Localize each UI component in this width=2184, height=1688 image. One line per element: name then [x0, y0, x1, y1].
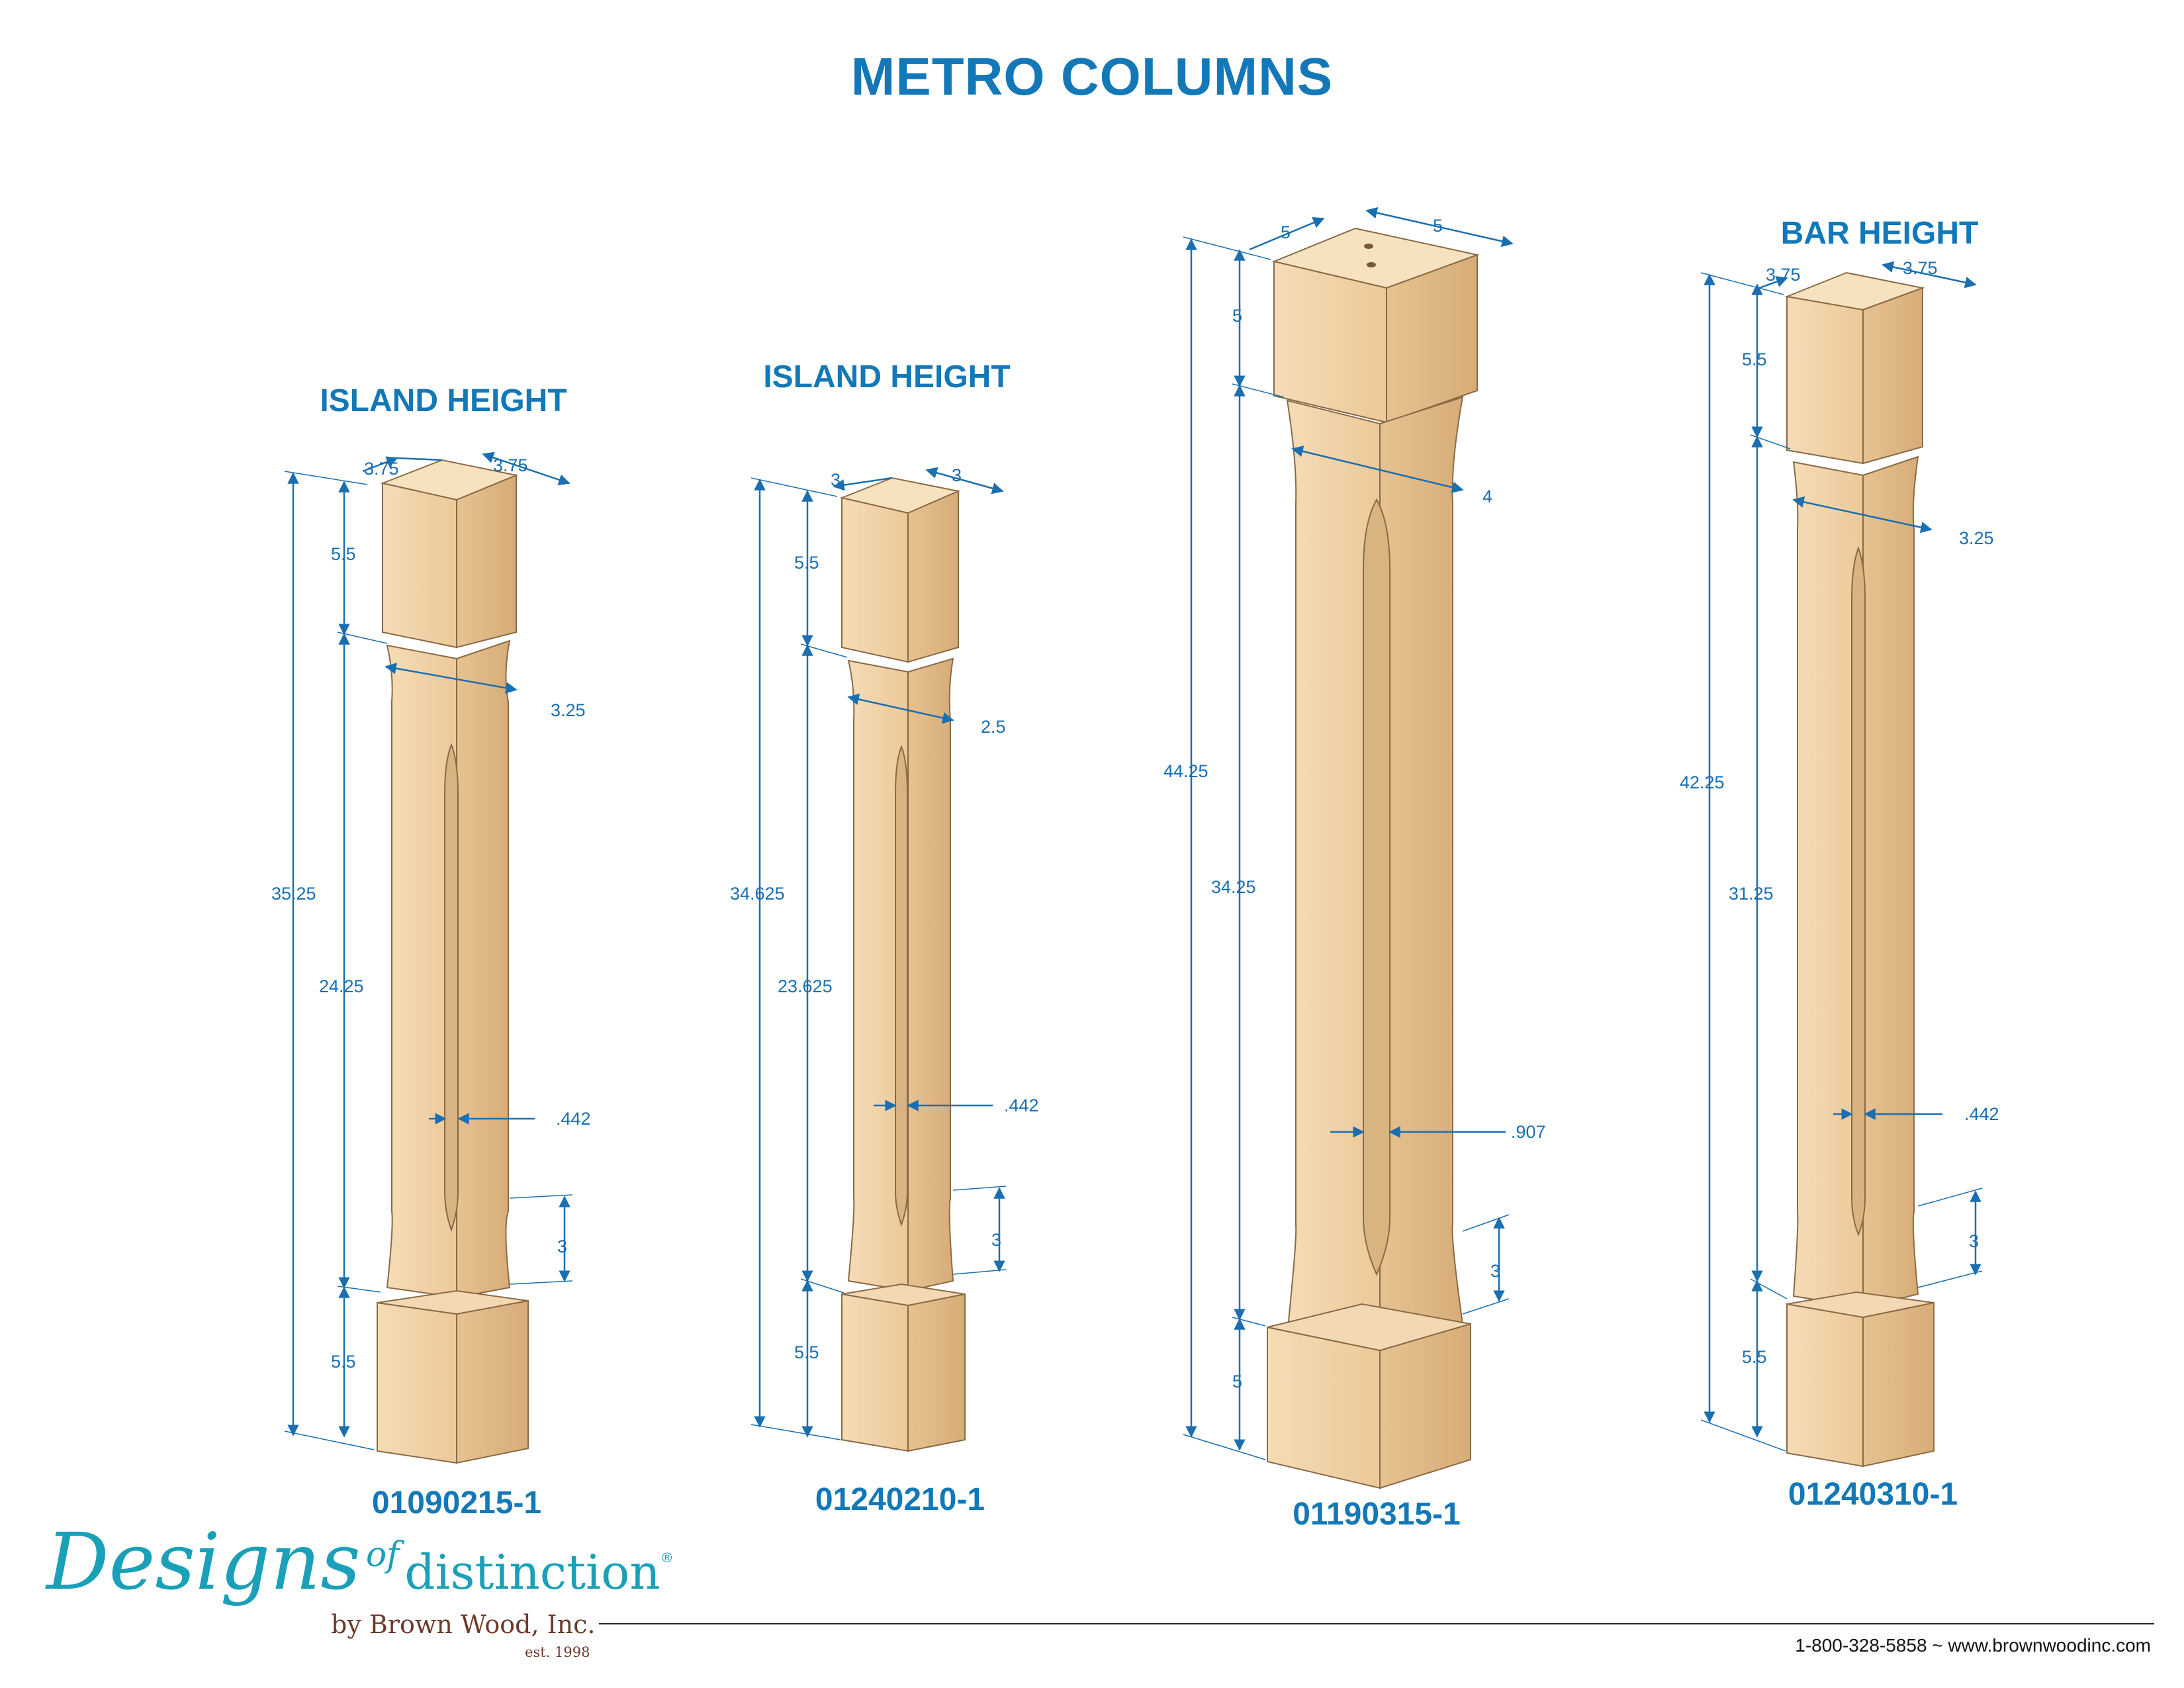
logo-subtitle: by Brown Wood, Inc. — [331, 1610, 596, 1639]
col1-overall: 35.25 — [271, 884, 316, 904]
col2-top-block: 5.5 — [794, 553, 819, 573]
col2-taper: 3 — [991, 1230, 1002, 1250]
col2-shaft-width: 2.5 — [981, 717, 1006, 737]
column-4-heading: BAR HEIGHT — [1780, 216, 1979, 251]
col4-flute: .442 — [1964, 1104, 1999, 1124]
column-2-drawing — [839, 477, 966, 1452]
col3-overall: 44.25 — [1163, 761, 1208, 781]
col1-shaft-width: 3.25 — [551, 700, 586, 720]
column-2-part-number: 01240210-1 — [815, 1482, 985, 1517]
col4-taper: 3 — [1969, 1231, 1979, 1251]
col2-bottom-block: 5.5 — [794, 1342, 819, 1362]
logo-script: Designs — [46, 1516, 361, 1607]
col4-shaft: 31.25 — [1729, 884, 1774, 904]
page-title: METRO COLUMNS — [850, 47, 1334, 106]
col4-shaft-width: 3.25 — [1959, 528, 1994, 548]
column-4-drawing — [1784, 271, 1934, 1468]
col4-top-block: 5.5 — [1742, 350, 1767, 369]
column-2-heading: ISLAND HEIGHT — [763, 359, 1011, 395]
col3-bottom-block: 5 — [1232, 1372, 1243, 1391]
col2-shaft: 23.625 — [778, 976, 833, 996]
col4-overall: 42.25 — [1680, 773, 1725, 792]
logo-established: est. 1998 — [525, 1644, 590, 1660]
col3-top-depth: 5 — [1433, 216, 1443, 236]
footer-divider — [599, 1623, 2154, 1624]
col1-top-width: 3.75 — [364, 459, 399, 479]
footer-contact: 1-800-328-5858 ~ www.brownwoodinc.com — [1795, 1635, 2151, 1656]
logo-word: distinction — [404, 1544, 660, 1600]
col3-shaft: 34.25 — [1211, 877, 1256, 897]
col4-top-width: 3.75 — [1766, 265, 1801, 285]
col3-taper: 3 — [1490, 1261, 1501, 1281]
column-3-drawing — [1267, 227, 1480, 1489]
col1-bottom-block: 5.5 — [331, 1352, 356, 1372]
logo-registered: ® — [660, 1550, 674, 1566]
column-3-part-number: 01190315-1 — [1293, 1497, 1461, 1532]
col4-bottom-block: 5.5 — [1742, 1347, 1767, 1367]
column-1-drawing — [377, 459, 529, 1464]
logo-of: of — [365, 1535, 400, 1575]
col3-top-block: 5 — [1232, 306, 1243, 326]
column-1-part-number: 01090215-1 — [371, 1485, 542, 1521]
col1-shaft: 24.25 — [319, 976, 364, 996]
column-4-part-number: 01240310-1 — [1788, 1477, 1958, 1512]
col1-top-depth: 3.75 — [493, 455, 528, 475]
col1-flute: .442 — [556, 1109, 591, 1129]
col3-flute: .907 — [1511, 1122, 1546, 1142]
col1-top-block: 5.5 — [331, 544, 356, 564]
column-1-heading: ISLAND HEIGHT — [320, 383, 567, 418]
col2-top-width: 3 — [831, 470, 841, 490]
col1-taper: 3 — [557, 1237, 568, 1256]
col2-overall: 34.625 — [730, 884, 785, 904]
col3-shaft-width: 4 — [1482, 487, 1493, 506]
col2-flute: .442 — [1004, 1096, 1039, 1115]
col3-top-width: 5 — [1281, 222, 1291, 242]
col4-top-depth: 3.75 — [1903, 258, 1938, 278]
dimension-lines — [287, 207, 1981, 1451]
extension-lines — [284, 236, 1983, 1460]
col2-top-depth: 3 — [952, 465, 962, 485]
